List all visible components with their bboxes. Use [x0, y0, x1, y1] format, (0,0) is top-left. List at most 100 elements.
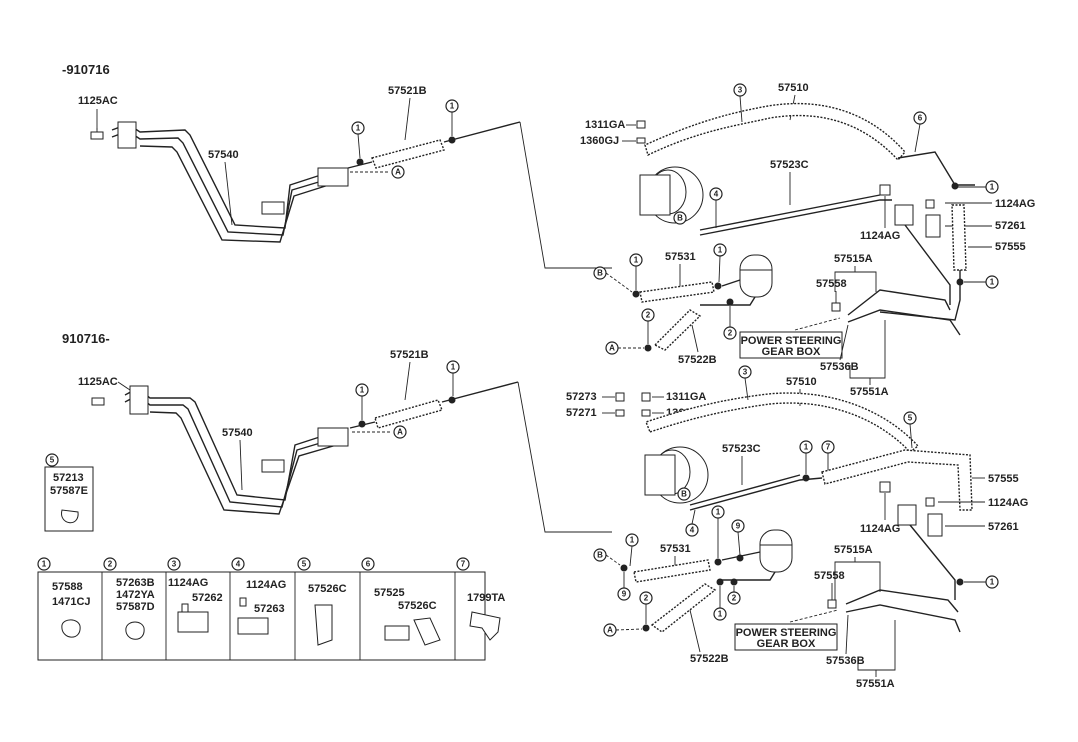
clamp-icon [413, 617, 441, 646]
callout-2: 2 [723, 326, 737, 340]
compressor-lower [644, 446, 709, 504]
bolt-icon [239, 597, 247, 607]
label-57521b-lower: 57521B [390, 349, 429, 361]
svg-text:5: 5 [50, 456, 55, 465]
svg-text:B: B [677, 214, 683, 223]
callout-2: 2 [727, 591, 741, 605]
callout-5: 5 [45, 453, 59, 467]
legend-cell-2: 2 57263B 1472YA 57587D [103, 557, 155, 640]
svg-text:3: 3 [743, 368, 748, 377]
label-57261-upper: 57261 [995, 220, 1026, 232]
label-1311ga-upper: 1311GA [585, 119, 625, 131]
callout-a: A [393, 425, 407, 439]
callout-1: 1 [711, 505, 725, 519]
svg-text:2: 2 [646, 311, 651, 320]
svg-text:6: 6 [918, 114, 923, 123]
label-57522b-upper: 57522B [678, 354, 717, 366]
callout-4: 4 [709, 187, 723, 201]
upper-range-label: -910716 [62, 62, 110, 77]
legend-cell-4: 4 1124AG 57263 [231, 557, 286, 635]
line-assembly-57540-upper [111, 121, 349, 243]
power-steering-box-upper: POWER STEERING GEAR BOX [739, 331, 843, 359]
callout-1: 1 [985, 575, 999, 589]
label-1360gj-upper: 1360GJ [580, 135, 619, 147]
svg-text:1: 1 [360, 386, 365, 395]
legend-cell-7: 7 1799TA [456, 557, 505, 641]
svg-text:GEAR BOX: GEAR BOX [762, 346, 821, 358]
hose-57555-lower [821, 449, 973, 511]
label-1125ac-lower: 1125AC [78, 376, 118, 388]
hose-57531-lower [633, 559, 711, 583]
leader-57540-upper [224, 161, 233, 226]
connector-icon [384, 625, 410, 641]
svg-text:1: 1 [718, 610, 723, 619]
clamp-detail-box: 57213 57587E [44, 466, 94, 532]
callout-1: 1 [985, 275, 999, 289]
label-57540-upper: 57540 [208, 149, 239, 161]
label-57271: 57271 [566, 407, 597, 419]
label-1311ga-lower: 1311GA [666, 391, 706, 403]
hose-57522b-lower [650, 583, 717, 633]
callout-b: B [593, 548, 607, 562]
svg-text:1: 1 [804, 443, 809, 452]
hose-57510-upper [644, 102, 906, 162]
callout-9: 9 [731, 519, 745, 533]
svg-text:1: 1 [990, 578, 995, 587]
svg-text:1: 1 [990, 278, 995, 287]
svg-text:3: 3 [738, 86, 743, 95]
label-1124ag-upper-a: 1124AG [860, 230, 900, 242]
callout-5: 5 [903, 411, 917, 425]
label-57515a-upper: 57515A [834, 253, 873, 265]
legend-4-part-0: 1124AG [246, 579, 286, 591]
label-57523c-lower: 57523C [722, 443, 761, 455]
callout-1: 1 [985, 180, 999, 194]
callout-6: 6 [913, 111, 927, 125]
svg-text:1: 1 [450, 102, 455, 111]
callout-9: 9 [617, 587, 631, 601]
hose-57510-lower [645, 392, 920, 453]
callout-b: B [673, 211, 687, 225]
legend-cell-6: 6 57525 57526C [361, 557, 441, 646]
legend-4-part-1: 57263 [254, 603, 285, 615]
legend-2-part-0: 57263B [116, 577, 155, 589]
power-steering-box-lower: POWER STEERING GEAR BOX [734, 623, 838, 651]
legend-1-part-1: 1471CJ [52, 596, 91, 608]
svg-text:POWER STEERING: POWER STEERING [736, 627, 837, 639]
label-57558-lower: 57558 [814, 570, 845, 582]
lower-range-label: 910716- [62, 331, 110, 346]
svg-text:A: A [607, 626, 613, 635]
svg-text:7: 7 [826, 443, 831, 452]
callout-b: B [677, 487, 691, 501]
hose-57531-upper [639, 281, 715, 303]
legend-2-part-1: 1472YA [116, 589, 155, 601]
clamp-icon [314, 604, 333, 646]
svg-text:5: 5 [302, 560, 307, 569]
callout-3: 3 [738, 365, 752, 379]
svg-text:1: 1 [451, 363, 456, 372]
callout-a: A [605, 341, 619, 355]
label-57522b-lower: 57522B [690, 653, 729, 665]
legend-6-part-1: 57526C [398, 600, 437, 612]
label-57558-upper: 57558 [816, 278, 847, 290]
svg-text:2: 2 [644, 594, 649, 603]
callout-1: 1 [351, 121, 365, 135]
callout-1: 1 [799, 440, 813, 454]
label-1124ag-upper-b: 1124AG [995, 198, 1035, 210]
callout-1: 1 [355, 383, 369, 397]
grommet-icon [61, 619, 81, 638]
label-57523c-upper: 57523C [770, 159, 809, 171]
svg-text:9: 9 [736, 522, 741, 531]
legend-2-part-2: 57587D [116, 601, 155, 613]
callout-1: 1 [446, 360, 460, 374]
svg-text:B: B [681, 490, 687, 499]
legend-cell-5: 5 57526C [297, 557, 347, 646]
receiver-drier-upper [739, 254, 773, 298]
svg-text:2: 2 [728, 329, 733, 338]
callout-1: 1 [445, 99, 459, 113]
label-57510-lower: 57510 [786, 376, 817, 388]
legend-5-part-0: 57526C [308, 583, 347, 595]
svg-text:5: 5 [908, 414, 913, 423]
svg-text:1: 1 [42, 560, 47, 569]
label-57521b-upper: 57521B [388, 85, 427, 97]
